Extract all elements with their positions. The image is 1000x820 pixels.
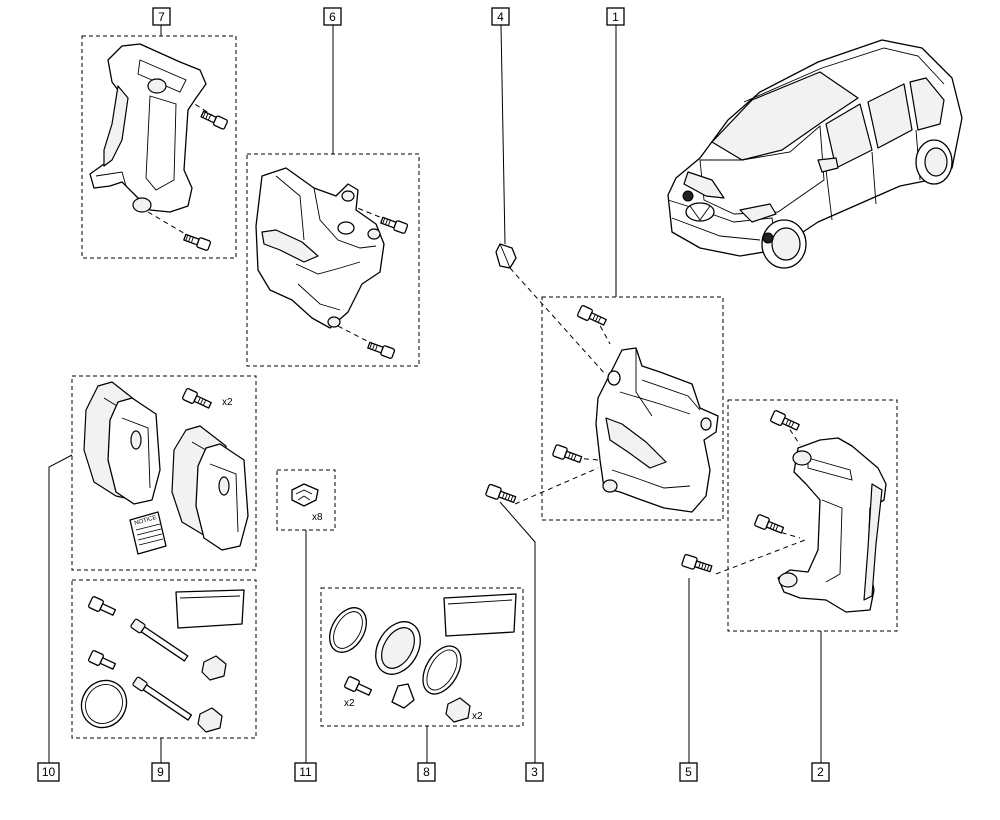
svg-text:3: 3 bbox=[531, 765, 538, 779]
bleed-cap-4 bbox=[495, 243, 517, 269]
group-box-7 bbox=[81, 35, 237, 259]
callout-6: 6 bbox=[323, 7, 342, 26]
callout-7: 7 bbox=[152, 7, 171, 26]
pad-bolt-quantity: x2 bbox=[222, 397, 233, 408]
callout-9: 9 bbox=[151, 762, 170, 782]
brake-caliper-1 bbox=[595, 347, 719, 513]
bolt-3 bbox=[485, 483, 517, 503]
spring-clip-quantity: x8 bbox=[312, 512, 323, 523]
seal-bolt-quantity: x2 bbox=[344, 698, 355, 709]
svg-text:5: 5 bbox=[685, 765, 692, 779]
svg-text:7: 7 bbox=[158, 10, 165, 24]
callout-2: 2 bbox=[811, 762, 830, 782]
caliper-seal-kit-8 bbox=[329, 593, 517, 723]
bolt-6a bbox=[380, 216, 409, 234]
svg-text:8: 8 bbox=[423, 765, 430, 779]
guide-pin-kit-9 bbox=[80, 589, 245, 733]
svg-text:1: 1 bbox=[612, 10, 619, 24]
callout-5: 5 bbox=[679, 762, 698, 782]
bolt-6b bbox=[367, 341, 396, 359]
svg-text:6: 6 bbox=[329, 10, 336, 24]
group-box-8 bbox=[320, 587, 524, 727]
bolt-7b bbox=[183, 233, 212, 251]
spring-clip-11 bbox=[291, 483, 319, 507]
bolt-10 bbox=[182, 388, 212, 409]
svg-text:2: 2 bbox=[817, 765, 824, 779]
caliper-carrier-bracket-7 bbox=[89, 43, 207, 213]
car-illustration bbox=[667, 39, 963, 269]
group-box-9 bbox=[71, 579, 257, 739]
svg-text:4: 4 bbox=[497, 10, 504, 24]
caliper-carrier-bracket-2 bbox=[777, 437, 887, 613]
group-box-2 bbox=[727, 399, 898, 632]
group-box-10 bbox=[71, 375, 257, 571]
brake-pad-set-10 bbox=[83, 381, 249, 555]
callout-3: 3 bbox=[525, 762, 544, 782]
callout-4: 4 bbox=[491, 7, 510, 26]
brake-caliper-6 bbox=[255, 167, 385, 329]
callout-11: 11 bbox=[294, 762, 317, 782]
bolt-2b bbox=[754, 514, 785, 534]
bolt-1b bbox=[552, 444, 583, 463]
callout-1: 1 bbox=[606, 7, 625, 26]
svg-text:10: 10 bbox=[42, 765, 56, 779]
bolt-5 bbox=[681, 554, 713, 573]
svg-text:9: 9 bbox=[157, 765, 164, 779]
group-box-1 bbox=[541, 296, 724, 521]
callout-10: 10 bbox=[37, 762, 60, 782]
bolt-1a bbox=[577, 305, 607, 326]
bolt-2a bbox=[770, 410, 800, 431]
callout-8: 8 bbox=[417, 762, 436, 782]
svg-text:11: 11 bbox=[299, 765, 312, 779]
bolt-7a bbox=[200, 110, 228, 130]
seal-bush-quantity: x2 bbox=[472, 711, 483, 722]
